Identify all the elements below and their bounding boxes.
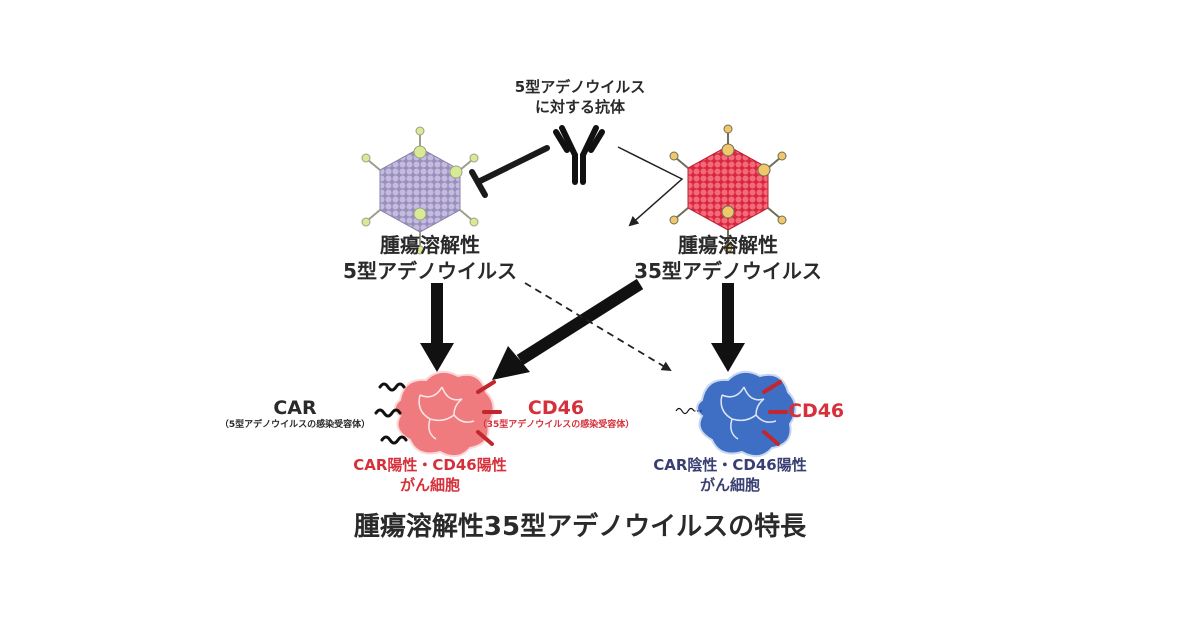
diagram-caption: 腫瘍溶解性35型アデノウイルスの特長 bbox=[353, 512, 807, 542]
antibody-label-line1: 5型アデノウイルス bbox=[514, 78, 646, 96]
virus-ad5-icon bbox=[361, 126, 479, 255]
no-binding-arrow bbox=[617, 146, 684, 227]
negative-cell-label: CAR陰性・CD46陽性 がん細胞 bbox=[620, 455, 840, 495]
ad5-virus-label-line2: 5型アデノウイルス bbox=[343, 259, 517, 283]
cd46-label-right: CD46 bbox=[788, 400, 845, 422]
car-label: CAR bbox=[273, 397, 317, 419]
ad5-virus-label: 腫瘍溶解性 5型アデノウイルス bbox=[330, 232, 530, 284]
car-sublabel: （5型アデノウイルスの感染受容体） bbox=[219, 420, 371, 430]
negative-cell-label-line2: がん細胞 bbox=[699, 476, 760, 494]
car-negative-cancer-cell-icon bbox=[675, 370, 797, 458]
virus-ad35-icon bbox=[669, 124, 787, 253]
cd46-sublabel: （35型アデノウイルスの感染受容体） bbox=[477, 420, 635, 430]
cd46-receptor-label-left: CD46 （35型アデノウイルスの感染受容体） bbox=[466, 397, 646, 431]
positive-cell-label-line1: CAR陽性・CD46陽性 bbox=[353, 456, 507, 474]
antibody-label: 5型アデノウイルス に対する抗体 bbox=[490, 77, 670, 117]
ad35-virus-label-line2: 35型アデノウイルス bbox=[634, 259, 822, 283]
ad5-to-positive-cell-arrow bbox=[420, 283, 454, 372]
ad5-virus-label-line1: 腫瘍溶解性 bbox=[380, 233, 480, 257]
ad35-virus-label-line1: 腫瘍溶解性 bbox=[678, 233, 778, 257]
inhibition-arrow bbox=[469, 145, 550, 198]
car-positive-cancer-cell-icon bbox=[374, 370, 502, 458]
antibody-label-line2: に対する抗体 bbox=[534, 98, 625, 116]
ad35-to-negative-cell-arrow bbox=[711, 283, 745, 372]
ad35-virus-label: 腫瘍溶解性 35型アデノウイルス bbox=[628, 232, 828, 284]
ad5-to-negative-cell-dashed-arrow bbox=[524, 282, 672, 372]
negative-cell-label-line1: CAR陰性・CD46陽性 bbox=[653, 456, 807, 474]
positive-cell-label: CAR陽性・CD46陽性 がん細胞 bbox=[320, 455, 540, 495]
positive-cell-label-line2: がん細胞 bbox=[399, 476, 460, 494]
cd46-label-left: CD46 bbox=[527, 397, 585, 419]
ad35-to-positive-cell-arrow bbox=[492, 278, 644, 380]
car-receptor-label: CAR （5型アデノウイルスの感染受容体） bbox=[210, 397, 380, 431]
antibody-icon bbox=[553, 125, 605, 185]
